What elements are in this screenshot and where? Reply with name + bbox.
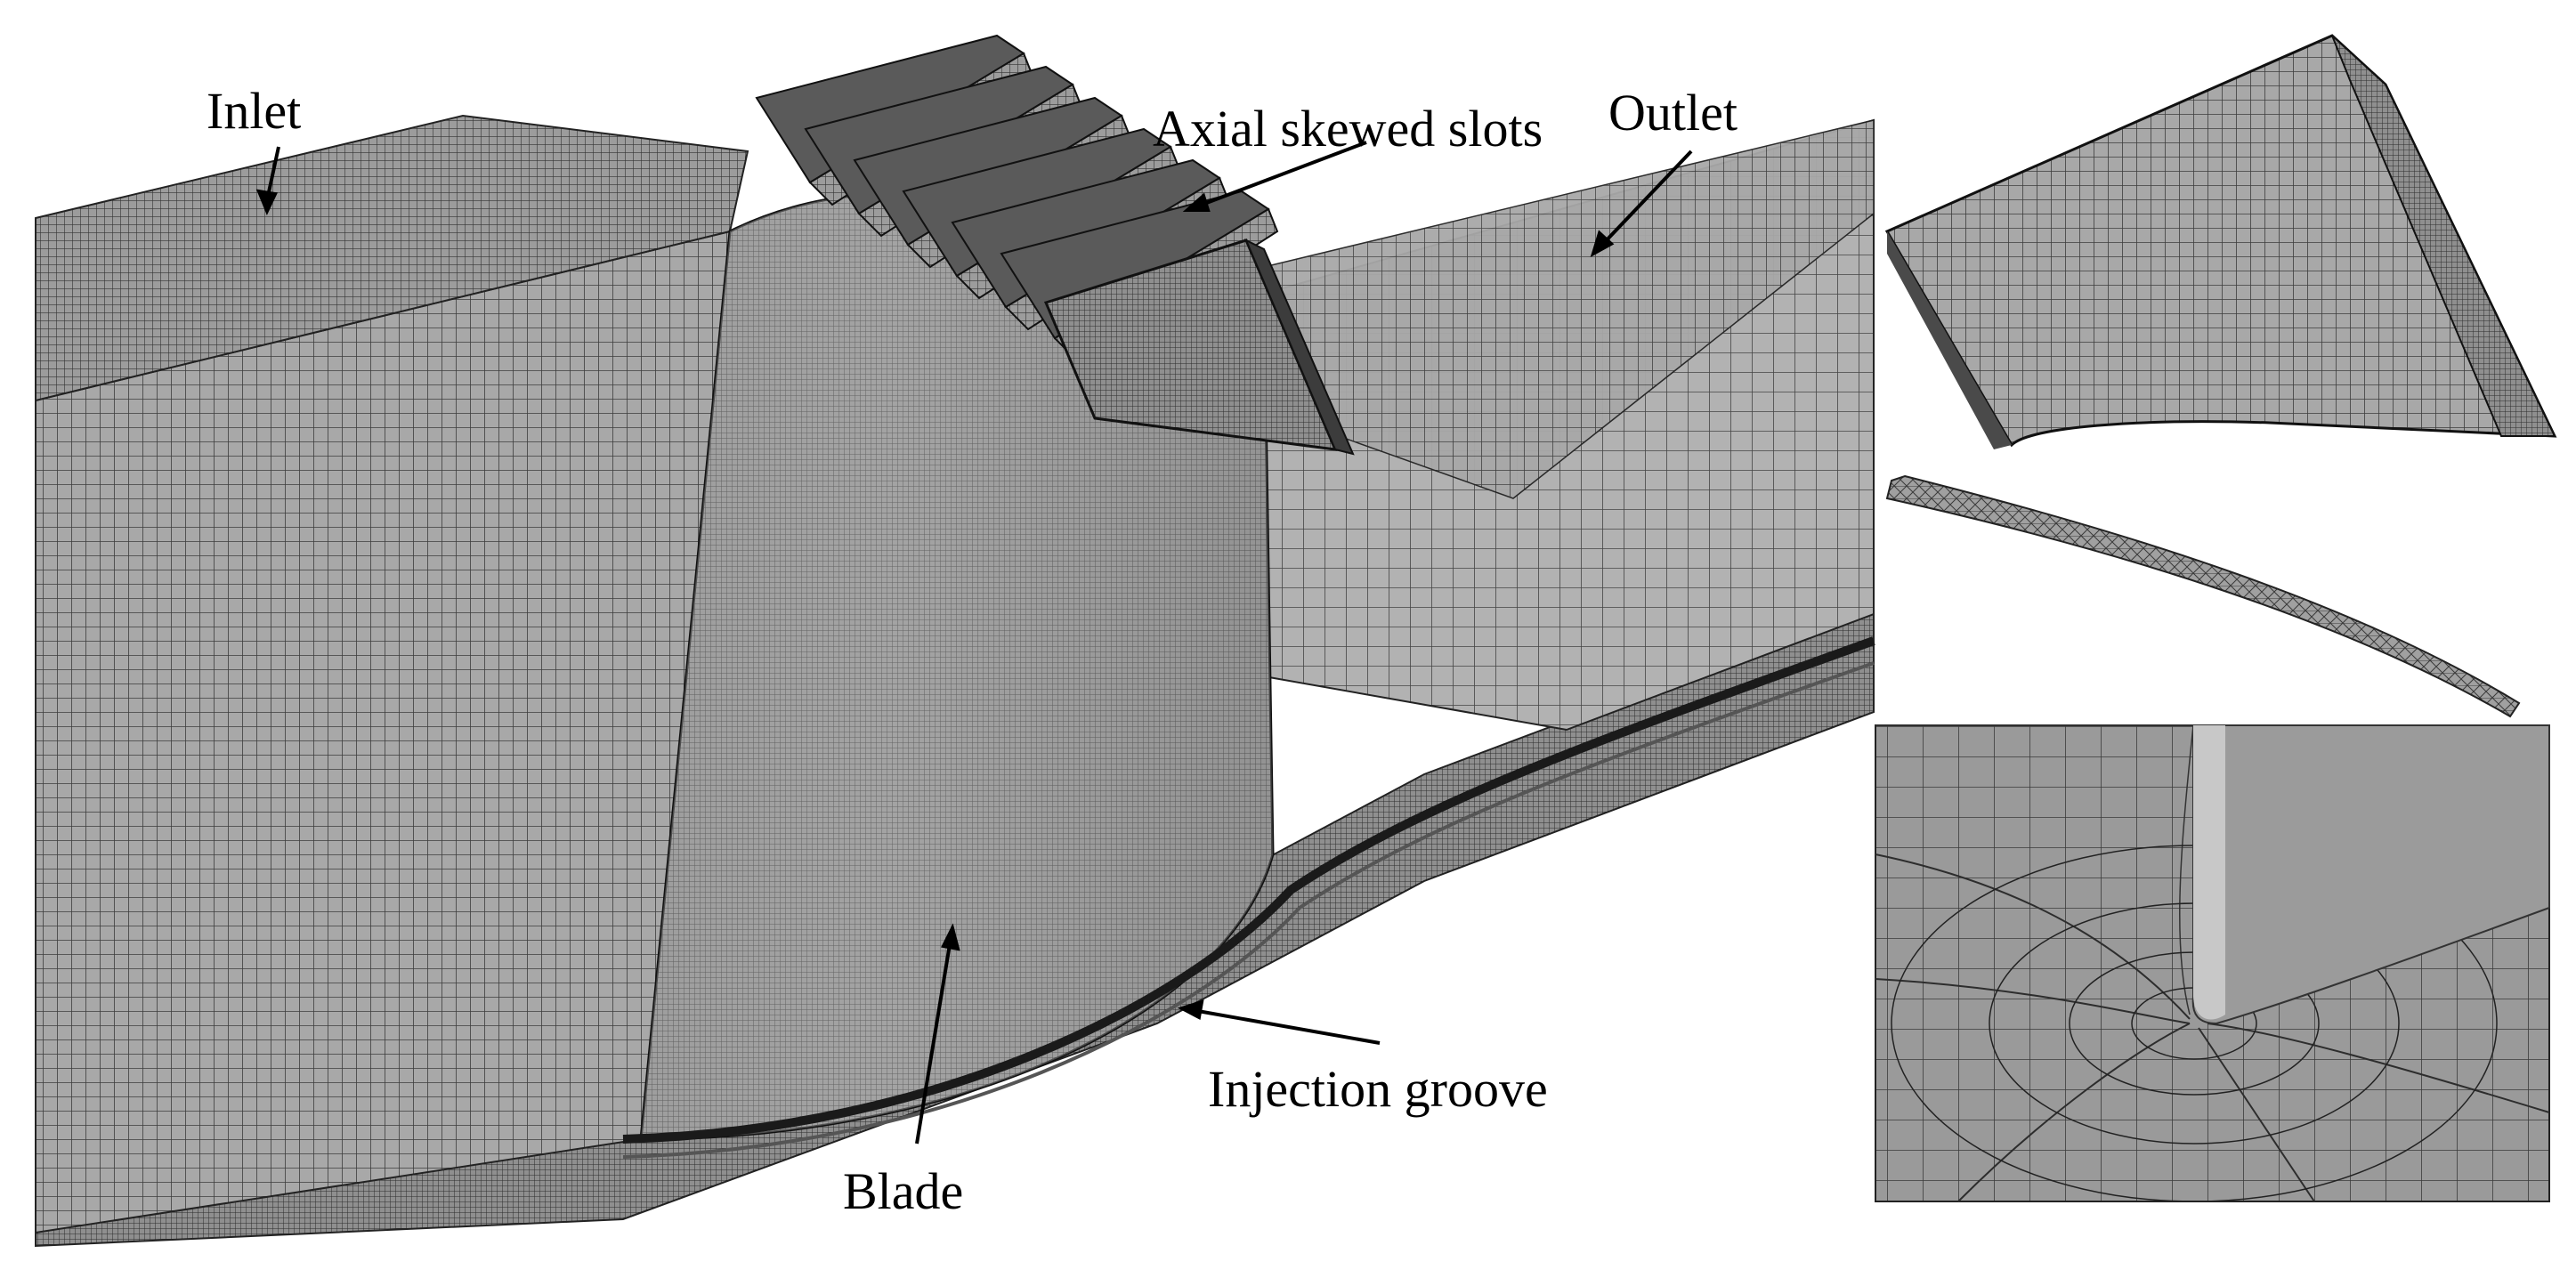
blade-arrow: [915, 938, 952, 1144]
injection-groove-arrow: [1192, 1008, 1381, 1045]
injection-groove-label: Injection groove: [1208, 1060, 1548, 1118]
injection-groove-ridge: [622, 636, 1875, 1144]
axial-slots-arrow: [1196, 141, 1367, 208]
outlet-arrow: [1600, 150, 1693, 247]
main-mesh-domain: [35, 114, 1875, 1248]
slot-end: [1043, 238, 1355, 456]
inlet-top-face: [35, 114, 749, 402]
outlet-label: Outlet: [1608, 84, 1738, 142]
inlet-label: Inlet: [207, 82, 302, 140]
inset-slot-mesh: [1884, 34, 2557, 449]
inset-groove-mesh: [1885, 474, 2521, 718]
inlet-front-face: [35, 230, 732, 1234]
inset-blade-tip-mesh: [1875, 724, 2550, 1202]
leader-arrows: [255, 141, 1693, 1144]
axial-skewed-slots: [755, 34, 1355, 456]
blade-tip-surface: [2191, 724, 2550, 1025]
axial-skewed-slots-label: Axial skewed slots: [1153, 100, 1543, 158]
blade-label: Blade: [843, 1162, 964, 1220]
